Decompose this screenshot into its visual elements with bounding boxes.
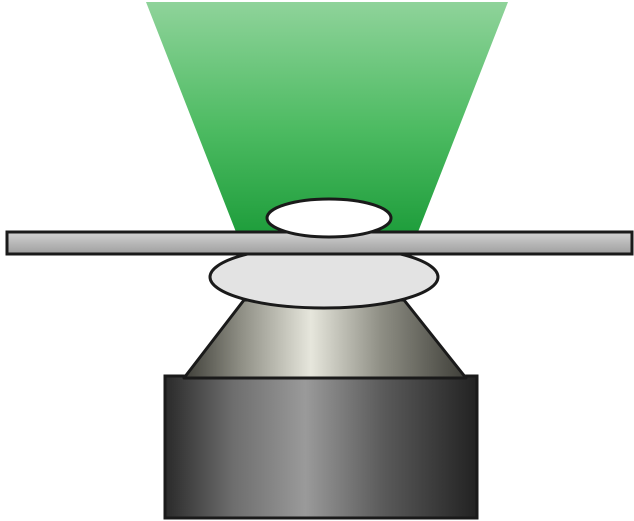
- objective-body: [163, 374, 479, 520]
- objective-taper: [182, 298, 468, 380]
- light-cone: [146, 2, 508, 232]
- specimen-sample: [265, 197, 393, 239]
